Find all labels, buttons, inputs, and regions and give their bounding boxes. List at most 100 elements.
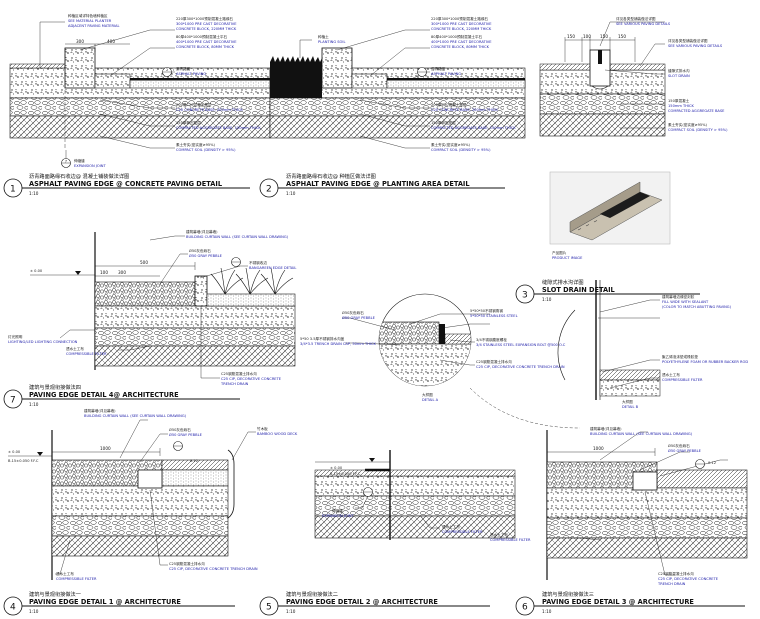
detail-title-cn: 建筑与景观衔接做法一: [29, 590, 81, 598]
title-detail-1[interactable]: 1 沥青路面路缘石收边@ 混凝土铺装做法详图 ASPHALT PAVING ED…: [3, 172, 250, 198]
svg-text:C25 CIP, DECORATIVE CONCRETE: C25 CIP, DECORATIVE CONCRETE: [221, 377, 282, 381]
svg-text:Ø50灰色砾石: Ø50灰色砾石: [668, 443, 690, 448]
svg-text:CONCRETE BLOCK, 80MM THICK: CONCRETE BLOCK, 80MM THICK: [431, 45, 490, 49]
detail-scale: 1:10: [542, 609, 552, 614]
svg-text:FILL WIDE WITH SEALANT: FILL WIDE WITH SEALANT: [662, 300, 709, 304]
svg-text:Ø50 GRAY PEBBLE: Ø50 GRAY PEBBLE: [342, 315, 376, 320]
detail-7-drawing: 500 300 100 ± 0.00: [30, 232, 296, 379]
svg-text:200厚C20混凝土基层: 200厚C20混凝土基层: [176, 102, 212, 107]
detail-4-level: ± 0.00: [8, 450, 21, 454]
svg-text:Ø50 GRAY PEBBLE: Ø50 GRAY PEBBLE: [668, 448, 702, 453]
svg-text:400*1000 PRE CAST DECORATIVE: 400*1000 PRE CAST DECORATIVE: [431, 40, 492, 44]
svg-text:C25 CIP, DECORATIVE CONCRETE T: C25 CIP, DECORATIVE CONCRETE TRENCH DRAI…: [169, 567, 258, 571]
detail-7-dim-b: 300: [118, 270, 126, 275]
svg-text:建筑幕墙(详见幕墙): 建筑幕墙(详见幕墙): [186, 229, 218, 234]
svg-text:大样图: 大样图: [422, 392, 433, 397]
svg-text:TRENCH DRAIN: TRENCH DRAIN: [657, 582, 686, 586]
svg-text:Ø50灰色砾石: Ø50灰色砾石: [169, 427, 191, 432]
detail-3-dim-3: 150: [618, 34, 626, 39]
svg-text:SEE VARIOUS PAVING DETAILS: SEE VARIOUS PAVING DETAILS: [668, 44, 723, 48]
svg-text:COMPRESSIBLE FILTER: COMPRESSIBLE FILTER: [442, 530, 483, 534]
detail-1-dim-2: 400: [107, 39, 115, 44]
svg-text:(COLOR TO MATCH ABUTTING PAVIN: (COLOR TO MATCH ABUTTING PAVING): [662, 305, 732, 309]
svg-text:C20 CONCRETE BASE, 200mm THICK: C20 CONCRETE BASE, 200mm THICK: [431, 108, 498, 112]
detail-2-drawing: [269, 29, 526, 149]
svg-text:COMPACT SOIL (DENSITY > 95%): COMPACT SOIL (DENSITY > 95%): [668, 128, 728, 132]
svg-text:C25 CIP, DECORATIVE CONCRETE: C25 CIP, DECORATIVE CONCRETE: [658, 577, 719, 581]
title-detail-6[interactable]: 6 建筑与景观衔接做法三 PAVING EDGE DETAIL 3 @ ARCH…: [515, 590, 745, 616]
svg-text:80厚400*1000预制混凝土平石: 80厚400*1000预制混凝土平石: [431, 34, 483, 39]
detail-1-drawing: 300 400 7 2: [9, 21, 271, 168]
detail-title-cn: 建筑与景观衔接做法三: [542, 590, 594, 598]
svg-text:详见各类型铺装做法详图: 详见各类型铺装做法详图: [616, 16, 656, 21]
svg-text:ASPHALT PAVING: ASPHALT PAVING: [431, 72, 461, 76]
detail-title-en: SLOT DRAIN DETAIL: [542, 286, 616, 294]
svg-text:3/4 STAINLESS STEEL EXPANSION: 3/4 STAINLESS STEEL EXPANSION BOLT @500 …: [476, 343, 566, 347]
svg-text:150厚碎石垫层: 150厚碎石垫层: [431, 120, 456, 125]
detail-4-level2: B.15±0.050 F.F.C: [8, 459, 39, 463]
detail-number: 3: [522, 291, 528, 301]
svg-text:5*50 3.5厚不锈钢排水沟盖: 5*50 3.5厚不锈钢排水沟盖: [300, 336, 345, 341]
detail-4-notes: 建筑幕墙(详见幕墙) BUILDING CURTAIN WALL (SEE CU…: [56, 408, 298, 581]
detail-5-level: ± 0.00: [330, 466, 343, 470]
detail-scale: 1:10: [29, 402, 39, 407]
svg-text:ADJACENT PAVING MATERIAL: ADJACENT PAVING MATERIAL: [68, 24, 120, 28]
detail-title-cn: 沥青路面路缘石收边@ 种植区做法详图: [286, 172, 376, 180]
svg-text:BANGAREEN EDGE DETAIL: BANGAREEN EDGE DETAIL: [249, 266, 296, 270]
svg-text:80厚400*1000预制混凝土平石: 80厚400*1000预制混凝土平石: [176, 34, 228, 39]
svg-text:EXPANSION JOINT: EXPANSION JOINT: [74, 164, 106, 168]
svg-text:CONCRETE BLOCK, 220MM THICK: CONCRETE BLOCK, 220MM THICK: [176, 27, 237, 31]
svg-text:竹木板: 竹木板: [257, 426, 268, 431]
svg-text:透水土工布: 透水土工布: [56, 571, 74, 576]
svg-text:素土夯实(密实度≥95%): 素土夯实(密实度≥95%): [176, 142, 216, 147]
detail-scale: 1:10: [29, 609, 39, 614]
detail-a-notes: Ø50灰色砾石 Ø50 GRAY PEBBLE 5*50*50不锈钢角钢 5*5…: [300, 308, 566, 402]
title-detail-7[interactable]: 7 建筑与景观衔接做法四 PAVING EDGE DETAIL 4@ ARCHI…: [3, 383, 240, 409]
svg-text:220厚300*1000预制混凝土路缘石: 220厚300*1000预制混凝土路缘石: [431, 16, 488, 21]
detail-5-notes: 伸缩缝 EXPANSION JOINT 透水土工布 COMPRESSIBLE F…: [322, 508, 483, 534]
title-detail-3[interactable]: 3 缝隙式排水沟详图 SLOT DRAIN DETAIL 1:10: [515, 278, 700, 304]
svg-text:SLOT DRAIN: SLOT DRAIN: [668, 74, 690, 78]
svg-text:COMPACTED AGGREGATE BASE, 150m: COMPACTED AGGREGATE BASE, 150mm THICK: [431, 126, 516, 130]
detail-scale: 1:10: [29, 191, 39, 196]
svg-text:PRODUCT IMAGE: PRODUCT IMAGE: [552, 256, 583, 260]
svg-text:COMPACT SOIL (DENSITY > 95%): COMPACT SOIL (DENSITY > 95%): [431, 148, 491, 152]
title-detail-4[interactable]: 4 建筑与景观衔接做法一 PAVING EDGE DETAIL 1 @ ARCH…: [3, 590, 235, 616]
svg-text:C25钢筋混凝土排水沟: C25钢筋混凝土排水沟: [169, 561, 205, 566]
svg-text:Ø50灰色砾石: Ø50灰色砾石: [189, 248, 211, 253]
detail-title-cn: 建筑与景观衔接做法二: [286, 590, 338, 598]
detail-4-dim: 1000: [100, 446, 111, 451]
detail-6-notes: 建筑幕墙(详见幕墙) BUILDING CURTAIN WALL (SEE CU…: [490, 426, 719, 586]
detail-scale: 1:10: [286, 191, 296, 196]
detail-5-level2: B.15±0.050 F.F.C: [330, 472, 361, 476]
detail-title-en: ASPHALT PAVING EDGE @ CONCRETE PAVING DE…: [29, 180, 223, 188]
detail-1-dim-1: 300: [76, 39, 84, 44]
svg-text:COMPRESSIBLE FILTER: COMPRESSIBLE FILTER: [56, 577, 97, 581]
svg-text:素土夯实(密实度≥95%): 素土夯实(密实度≥95%): [431, 142, 471, 147]
detail-b-drawing: [557, 280, 661, 400]
svg-text:150mm THICK: 150mm THICK: [668, 104, 694, 108]
detail-6-dim: 1000: [593, 446, 604, 451]
title-detail-5[interactable]: 5 建筑与景观衔接做法二 PAVING EDGE DETAIL 2 @ ARCH…: [259, 590, 490, 616]
svg-text:素土夯实(密实度≥95%): 素土夯实(密实度≥95%): [668, 122, 708, 127]
detail-1-notes: 种植区域详特色墙种植区 SEE MATERIAL PLANTER ADJACEN…: [68, 13, 261, 168]
svg-text:透水土工布: 透水土工布: [490, 532, 508, 537]
svg-text:COMPACT SOIL (DENSITY > 95%): COMPACT SOIL (DENSITY > 95%): [176, 148, 236, 152]
svg-text:CONCRETE BLOCK, 80MM THICK: CONCRETE BLOCK, 80MM THICK: [176, 45, 235, 49]
detail-1-bubble-a: 2: [166, 68, 168, 72]
svg-text:PLANTING SOIL: PLANTING SOIL: [318, 40, 345, 44]
detail-2-notes: 种植土 PLANTING SOIL 220厚300*1000预制混凝土路缘石 3…: [318, 16, 516, 152]
detail-3-notes: 详见各类型铺装做法详图 SEE VARIOUS PAVING DETAILS 详…: [552, 16, 728, 260]
detail-title-cn: 缝隙式排水沟详图: [542, 278, 584, 286]
svg-text:C25钢筋混凝土排水沟: C25钢筋混凝土排水沟: [658, 571, 694, 576]
svg-text:详见各类型铺装做法详图: 详见各类型铺装做法详图: [668, 38, 708, 43]
detail-title-en: PAVING EDGE DETAIL 1 @ ARCHITECTURE: [29, 598, 181, 606]
detail-number: 6: [522, 603, 528, 613]
svg-text:建筑幕墙(详见幕墙): 建筑幕墙(详见幕墙): [84, 408, 116, 413]
detail-title-en: PAVING EDGE DETAIL 2 @ ARCHITECTURE: [286, 598, 438, 606]
detail-title-en: PAVING EDGE DETAIL 4@ ARCHITECTURE: [29, 391, 179, 399]
title-detail-2[interactable]: 2 沥青路面路缘石收边@ 种植区做法详图 ASPHALT PAVING EDGE…: [259, 172, 505, 198]
svg-text:灯光照明: 灯光照明: [8, 334, 23, 339]
svg-text:CONCRETE BLOCK, 220MM THICK: CONCRETE BLOCK, 220MM THICK: [431, 27, 492, 31]
svg-text:COMPACTED AGGREGATE BASE, 150m: COMPACTED AGGREGATE BASE, 150mm THICK: [176, 126, 261, 130]
